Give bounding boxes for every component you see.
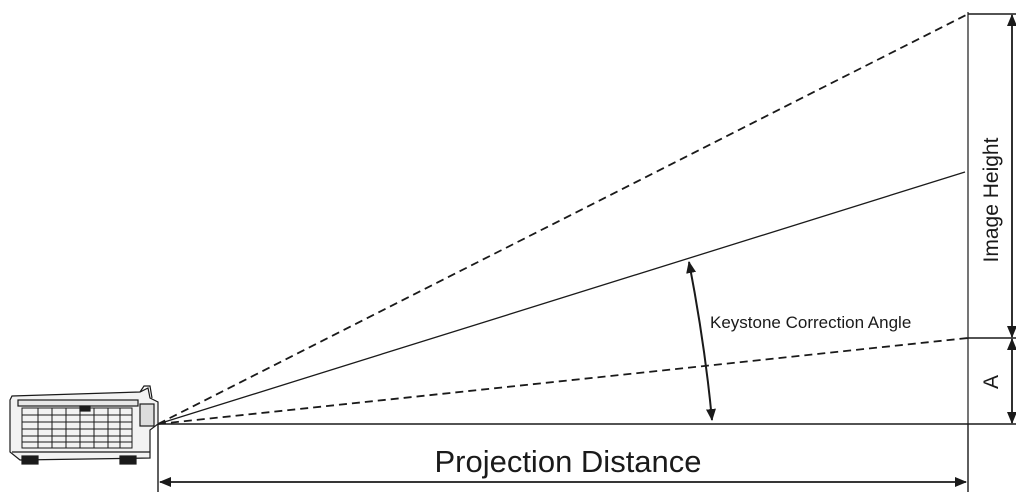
bottom-ray-dashed bbox=[157, 337, 969, 425]
image-height-label: Image Height bbox=[980, 137, 1003, 262]
projection-distance-label: Projection Distance bbox=[434, 444, 701, 479]
projector-icon bbox=[9, 385, 159, 465]
keystone-angle-arc bbox=[686, 261, 716, 421]
offset-a-label: A bbox=[980, 375, 1003, 389]
keystone-angle-label: Keystone Correction Angle bbox=[710, 313, 911, 332]
top-ray-dashed bbox=[157, 13, 969, 425]
center-ray bbox=[157, 171, 966, 425]
